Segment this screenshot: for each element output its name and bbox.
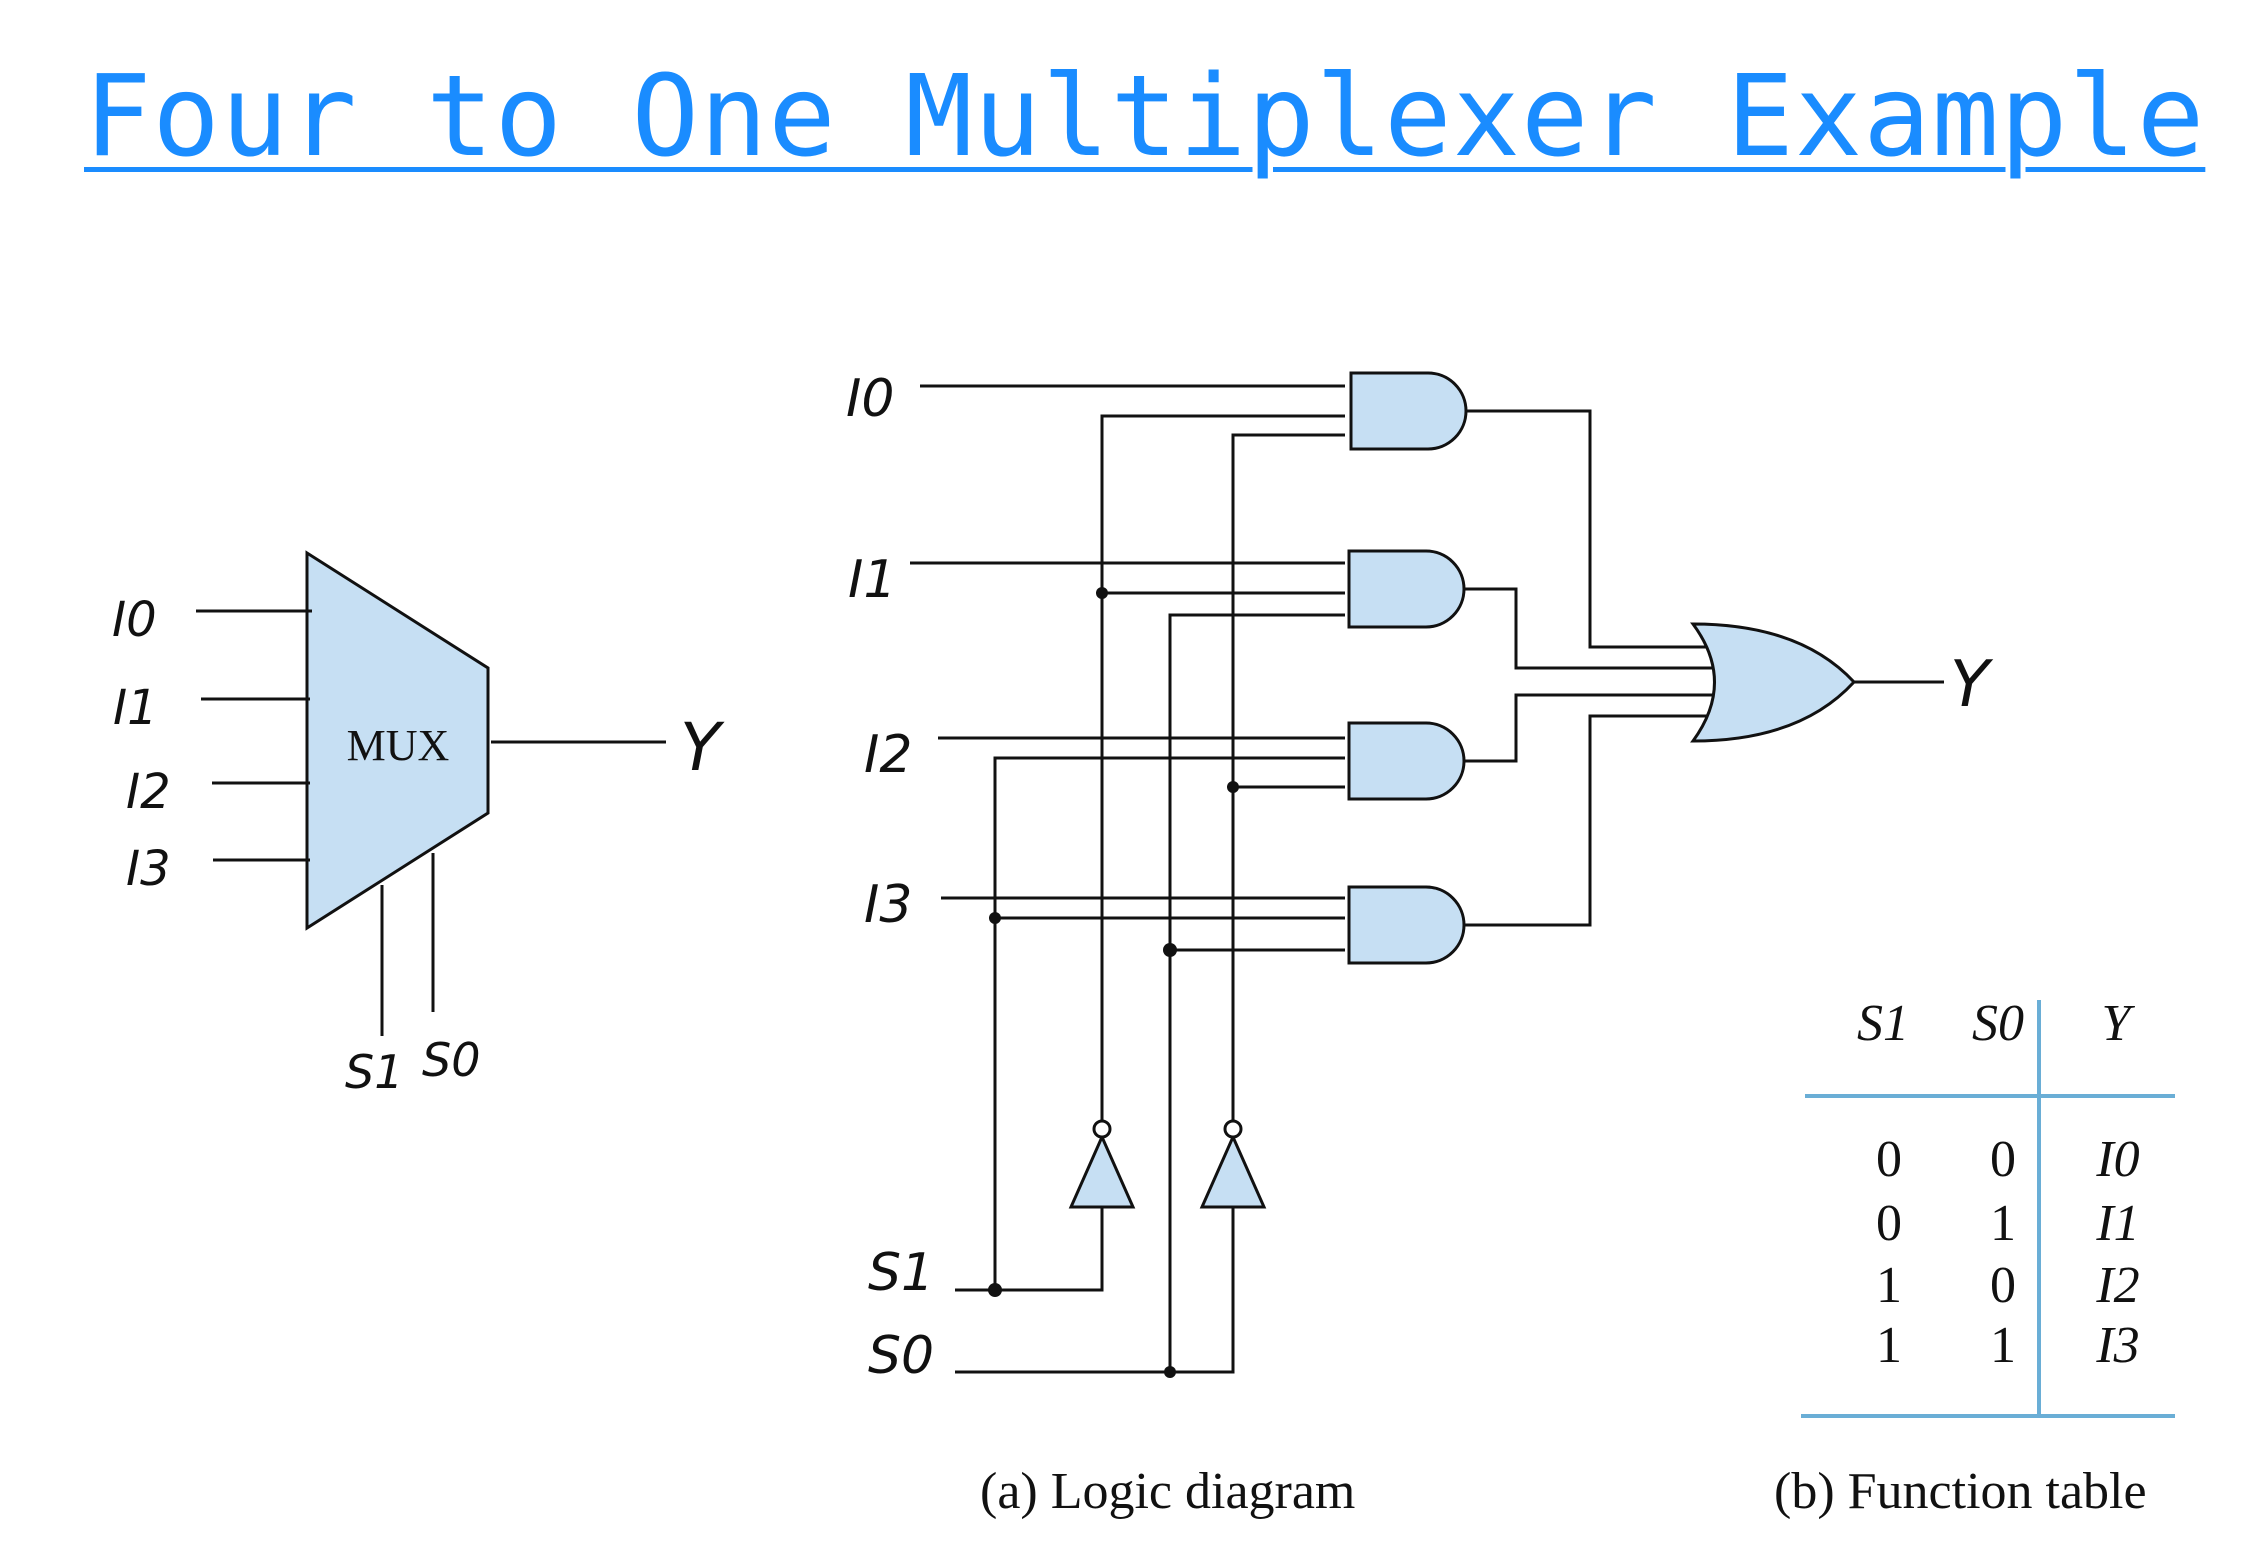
and-gate-0 [1349, 371, 1468, 451]
logic-select-label-s0: S0 [868, 1326, 934, 1386]
wire-and2-out [1465, 693, 1718, 763]
and-gate-1 [1347, 549, 1466, 629]
junction-dot [1163, 943, 1177, 957]
mux-trapezoid [305, 550, 490, 931]
and-gate-3 [1347, 885, 1466, 965]
table-cell: 1 [1990, 1317, 2016, 1374]
junction-dot [1096, 587, 1108, 599]
junction-dot [989, 912, 1001, 924]
mux-input-label-0: I0 [112, 592, 157, 648]
logic-input-label-3: I3 [864, 875, 912, 935]
table-header-s0: S0 [1972, 995, 2024, 1052]
table-cell: 0 [1990, 1131, 2016, 1188]
mux-output-label: Y [680, 709, 725, 786]
inverter-s1 [1068, 1119, 1136, 1209]
table-cell: I0 [2095, 1131, 2139, 1188]
logic-select-label-s1: S1 [868, 1243, 934, 1303]
mux-select-label-s1: S1 [345, 1045, 403, 1099]
table-cell: I3 [2095, 1317, 2139, 1374]
table-caption: (b) Function table [1774, 1463, 2147, 1520]
logic-output-label: Y [1950, 648, 1994, 722]
wire-s1-not-and0 [1100, 414, 1345, 1122]
mux-label: MUX [347, 721, 450, 770]
table-cell: I1 [2095, 1195, 2139, 1252]
table-cell: 1 [1876, 1257, 1902, 1314]
and-gate-2 [1347, 721, 1466, 801]
table-cell: 1 [1876, 1317, 1902, 1374]
table-header-s1: S1 [1857, 995, 1909, 1052]
table-cell: 0 [1876, 1131, 1902, 1188]
logic-input-label-2: I2 [864, 725, 912, 785]
mux-input-label-3: I3 [126, 841, 171, 897]
wire-s1-to-inverter [955, 1207, 1104, 1292]
table-cell: 0 [1876, 1195, 1902, 1252]
junction-dot [1164, 1366, 1176, 1378]
inverter-s0 [1199, 1119, 1267, 1209]
logic-caption: (a) Logic diagram [980, 1463, 1355, 1520]
wire-and1-out [1465, 587, 1718, 670]
wire-s1-true-and2 [993, 756, 1345, 1290]
table-cell: 0 [1990, 1257, 2016, 1314]
mux-input-label-1: I1 [113, 680, 158, 736]
logic-diagram: I0 I1 I2 I3 S1 S0 [846, 369, 1994, 1520]
table-header-y: Y [2102, 995, 2136, 1052]
mux-block: MUX I0 I1 I2 I3 Y S1 S0 [112, 550, 725, 1099]
wire-and0-out [1467, 409, 1712, 649]
table-cell: 1 [1990, 1195, 2016, 1252]
table-cell: I2 [2095, 1257, 2139, 1314]
logic-input-label-1: I1 [848, 550, 896, 610]
mux-select-label-s0: S0 [422, 1033, 480, 1087]
junction-dot [988, 1283, 1002, 1297]
logic-input-label-0: I0 [846, 369, 894, 429]
wire-s0-true-and1 [1168, 613, 1345, 1372]
or-gate [1690, 622, 1857, 743]
wire-s0-not-and0 [1231, 433, 1345, 1122]
junction-dot [1227, 781, 1239, 793]
page-title: Four to One Multiplexer Example [84, 52, 2206, 182]
function-table: S1 S0 Y 0 0 I0 0 1 I1 1 0 I2 1 1 I3 (b) … [1774, 995, 2175, 1520]
wire-s0-to-inverter [955, 1207, 1235, 1374]
wire-and3-out [1465, 714, 1712, 927]
mux-input-label-2: I2 [126, 764, 171, 820]
